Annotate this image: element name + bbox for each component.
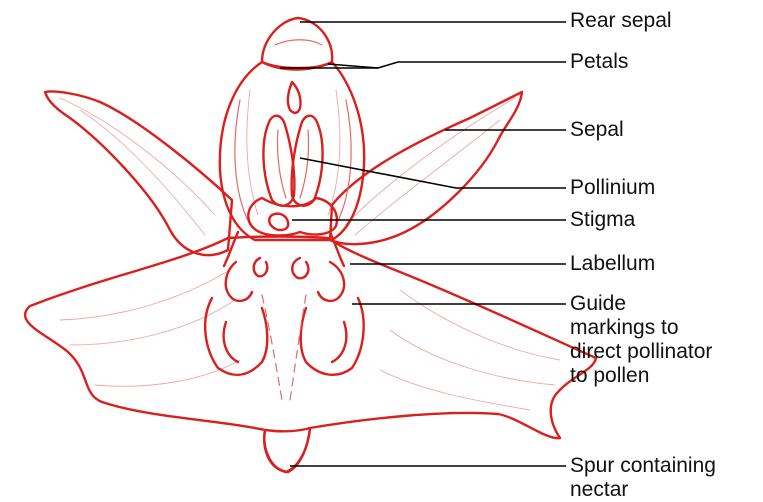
label-sepal: Sepal xyxy=(570,118,624,142)
rear-sepal-shape xyxy=(262,18,332,68)
label-spur-line-2: nectar xyxy=(570,478,716,502)
pollinium-shape xyxy=(263,82,322,206)
label-guide-markings-line-4: to pollen xyxy=(570,364,712,388)
label-spur: Spur containing nectar xyxy=(570,454,716,502)
label-rear-sepal: Rear sepal xyxy=(570,9,672,33)
pollinium-leader xyxy=(300,158,566,188)
label-guide-markings-line-1: Guide xyxy=(570,292,712,316)
label-spur-line-1: Spur containing xyxy=(570,454,716,478)
label-petals: Petals xyxy=(570,50,628,74)
label-labellum: Labellum xyxy=(570,252,655,276)
label-pollinium: Pollinium xyxy=(570,176,655,200)
stigma-shape xyxy=(248,198,337,236)
leader-lines xyxy=(280,22,566,466)
label-guide-markings-line-3: direct pollinator xyxy=(570,340,712,364)
labellum-shape xyxy=(25,237,596,473)
guide-markings-shape xyxy=(205,258,363,400)
label-stigma: Stigma xyxy=(570,208,635,232)
left-sepal-shape xyxy=(45,91,232,255)
label-guide-markings: Guide markings to direct pollinator to p… xyxy=(570,292,712,388)
label-guide-markings-line-2: markings to xyxy=(570,316,712,340)
